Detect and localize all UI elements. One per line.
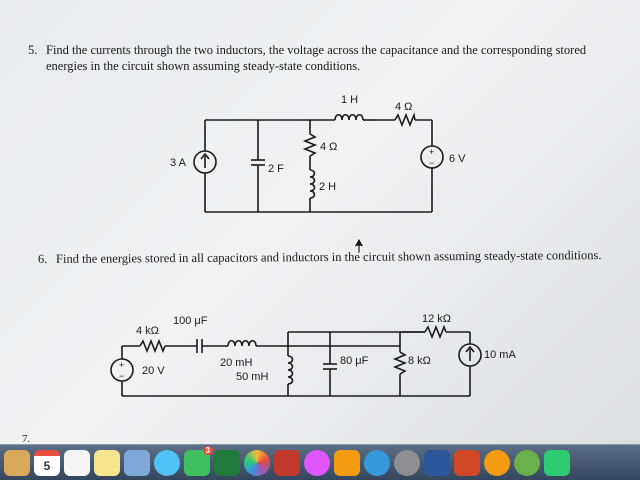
minus-sign: − xyxy=(119,371,124,381)
calendar-icon[interactable]: 5 xyxy=(34,449,60,476)
label-10ma: 10 mA xyxy=(484,349,516,361)
powerpoint-icon[interactable] xyxy=(454,449,480,476)
system-preferences-icon[interactable] xyxy=(394,449,420,476)
label-4ohm-top: 4 Ω xyxy=(395,101,412,113)
maps-icon[interactable] xyxy=(544,449,570,476)
problem-7-number: 7. xyxy=(22,433,31,445)
photo-booth-icon[interactable] xyxy=(274,449,300,476)
notification-badge: 3 xyxy=(202,445,213,455)
current-source-10ma xyxy=(458,343,482,367)
label-2h: 2 H xyxy=(319,181,336,193)
label-100uf: 100 μF xyxy=(173,315,208,327)
label-4kohm: 4 kΩ xyxy=(136,325,159,337)
excel-icon[interactable] xyxy=(214,449,240,476)
gear-icon[interactable] xyxy=(514,449,540,476)
problem-6-text: Find the energies stored in all capacito… xyxy=(55,248,602,266)
notes-icon[interactable] xyxy=(94,449,120,476)
finder-icon[interactable] xyxy=(4,449,30,476)
problem-5-text: Find the currents through the two induct… xyxy=(46,43,587,73)
onenote-icon[interactable] xyxy=(484,449,510,476)
label-1h: 1 H xyxy=(341,94,358,106)
minus-sign: − xyxy=(429,158,434,168)
label-2f: 2 F xyxy=(268,163,284,175)
reminders-icon[interactable] xyxy=(64,449,90,476)
problem-5: 5. Find the currents through the two ind… xyxy=(28,42,618,74)
voltage-source-20v xyxy=(110,358,134,382)
label-20mh: 20 mH xyxy=(220,357,252,369)
preview-icon[interactable] xyxy=(124,449,150,476)
label-3a: 3 A xyxy=(170,157,187,169)
voltage-source-6v xyxy=(420,145,444,169)
word-icon[interactable] xyxy=(424,449,450,476)
messages-icon[interactable] xyxy=(154,449,180,476)
current-source-3a xyxy=(193,150,217,174)
dock: 5 3 xyxy=(0,444,640,480)
label-50mh: 50 mH xyxy=(236,371,268,383)
facetime-icon[interactable]: 3 xyxy=(184,445,213,476)
plus-sign: + xyxy=(119,360,124,370)
photos-icon[interactable] xyxy=(244,449,270,476)
plus-sign: + xyxy=(429,147,434,157)
document-page: 5. Find the currents through the two ind… xyxy=(22,42,618,445)
itunes-icon[interactable] xyxy=(304,449,330,476)
label-4ohm-mid: 4 Ω xyxy=(320,141,337,153)
label-6v: 6 V xyxy=(449,153,466,165)
app-store-icon[interactable] xyxy=(364,449,390,476)
problem-6: 6. Find the energies stored in all capac… xyxy=(38,247,618,267)
mouse-cursor-icon xyxy=(353,238,365,254)
calendar-day: 5 xyxy=(43,458,51,473)
label-12kohm: 12 kΩ xyxy=(422,313,451,325)
ibooks-icon[interactable] xyxy=(334,449,360,476)
label-20v: 20 V xyxy=(142,365,165,377)
circuit-6-diagram: 4 kΩ 100 μF 20 mH 20 V 50 mH 80 μF 8 kΩ … xyxy=(110,313,516,397)
problem-5-number: 5. xyxy=(28,43,38,57)
label-80uf: 80 μF xyxy=(340,355,369,367)
label-8kohm: 8 kΩ xyxy=(408,355,431,367)
circuit-5-diagram: 3 A 2 F 4 Ω 2 H 1 H 4 Ω 6 V + − xyxy=(170,94,466,213)
problem-6-number: 6. xyxy=(37,251,48,267)
